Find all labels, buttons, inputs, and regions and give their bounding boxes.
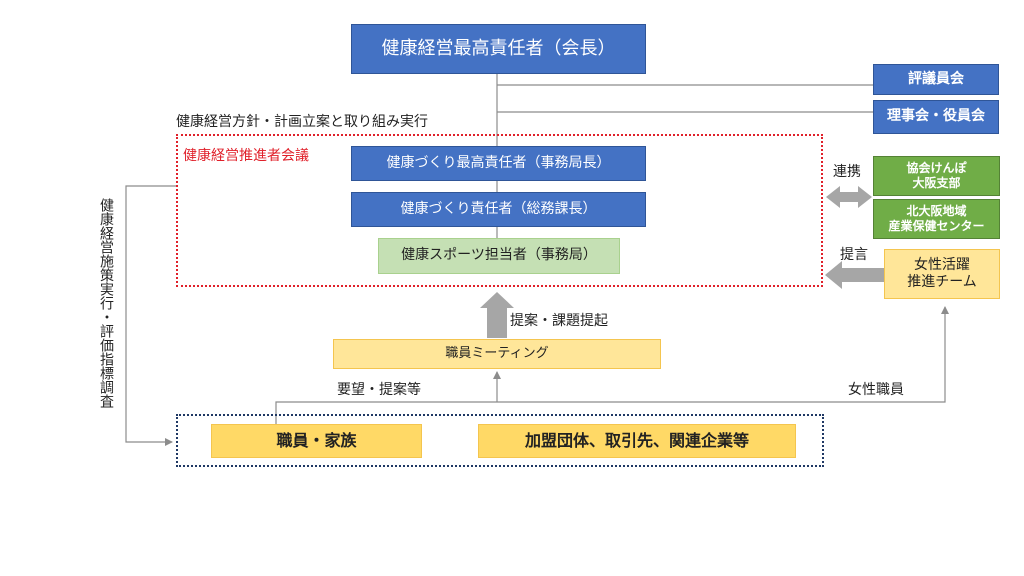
meeting-title-label: 健康経営推進者会議: [183, 148, 309, 164]
partners-label: 加盟団体、取引先、関連企業等: [524, 431, 749, 450]
partners-box: 加盟団体、取引先、関連企業等: [478, 424, 796, 458]
council-box: 評議員会: [873, 64, 999, 95]
teigen-label: 提言: [840, 247, 868, 263]
board-box: 理事会・役員会: [873, 100, 999, 134]
policy-label: 健康経営方針・計画立案と取り組み実行: [176, 114, 428, 130]
staff-meeting-box: 職員ミーティング: [333, 339, 661, 369]
kita-box: 北大阪地域 産業保健センター: [873, 199, 1000, 239]
kita-label: 北大阪地域 産業保健センター: [888, 204, 985, 233]
proposal-up-arrow: [480, 292, 514, 338]
teigen-left-arrow: [825, 261, 884, 289]
proposal-label: 提案・課題提起: [510, 313, 608, 329]
staff-family-label: 職員・家族: [276, 431, 357, 450]
manager-label: 健康づくり責任者（総務課長）: [400, 200, 597, 217]
women-team-box: 女性活躍 推進チーム: [884, 249, 1000, 299]
stakeholder-group-border: [176, 414, 824, 467]
kenpo-label: 協会けんぽ 大阪支部: [906, 161, 967, 190]
meeting-group-border: [176, 134, 823, 287]
women-staff-label: 女性職員: [848, 382, 904, 398]
women-team-label: 女性活躍 推進チーム: [907, 256, 977, 291]
council-label: 評議員会: [908, 70, 964, 87]
director-box: 健康づくり最高責任者（事務局長）: [351, 146, 646, 181]
left-loop-line: [125, 185, 176, 446]
manager-box: 健康づくり責任者（総務課長）: [351, 192, 646, 227]
staff-family-box: 職員・家族: [211, 424, 422, 458]
sports-box: 健康スポーツ担当者（事務局）: [378, 238, 620, 274]
kenpo-box: 協会けんぽ 大阪支部: [873, 156, 1000, 196]
ceo-box: 健康経営最高責任者（会長）: [351, 24, 646, 74]
sports-label: 健康スポーツ担当者（事務局）: [401, 247, 597, 264]
ceo-label: 健康経営最高責任者（会長）: [381, 37, 616, 59]
director-label: 健康づくり最高責任者（事務局長）: [386, 154, 611, 171]
vertical-label: 健康経営施策実行・評価指標調査: [98, 198, 114, 408]
board-label: 理事会・役員会: [887, 108, 985, 125]
renkei-label: 連携: [833, 164, 861, 180]
staff-meeting-label: 職員ミーティング: [445, 345, 549, 361]
requests-line: [275, 306, 949, 424]
renkei-double-arrow: [826, 186, 872, 208]
requests-label: 要望・提案等: [337, 382, 421, 398]
